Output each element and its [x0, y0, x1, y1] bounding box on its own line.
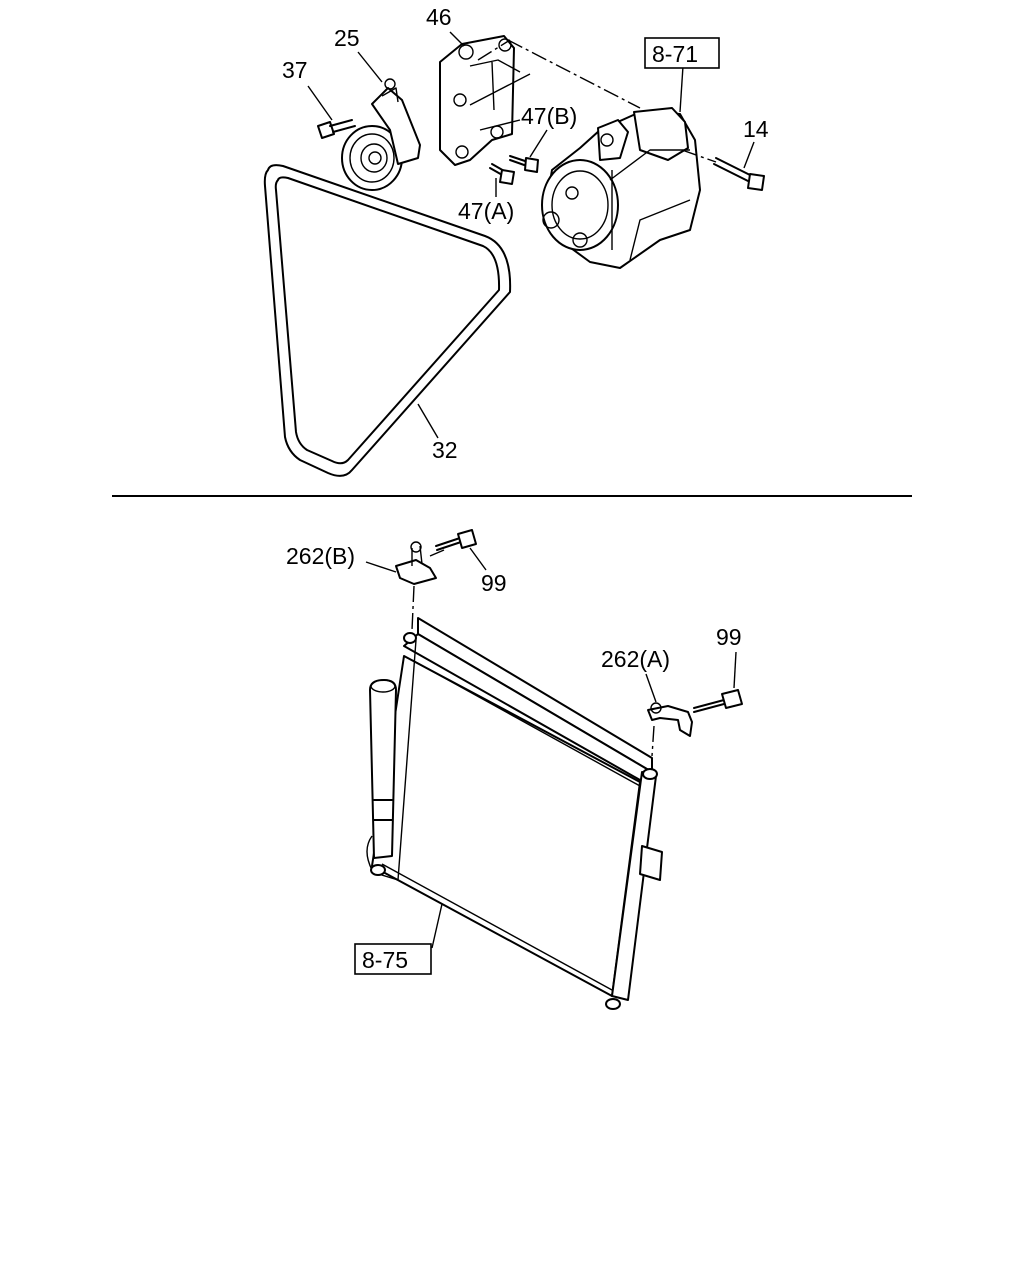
bracket-262a: [647, 702, 693, 737]
bracket-46: [439, 35, 531, 166]
callout-262a: 262(A): [601, 646, 670, 672]
callout-47a: 47(A): [458, 198, 514, 224]
alignment-line: [411, 585, 415, 631]
bolt-99-right: [693, 689, 743, 713]
reference-box-8-71: 8-71: [644, 37, 720, 69]
callout-25: 25: [334, 25, 360, 51]
alignment-line: [477, 39, 511, 61]
reference-8-75: 8-75: [362, 947, 408, 973]
callout-46: 46: [426, 4, 452, 30]
ac-compressor: [541, 107, 701, 269]
side-tank-right: [605, 768, 663, 1010]
bolt-14: [713, 157, 765, 191]
callout-262b: 262(B): [286, 543, 355, 569]
callout-99-left: 99: [481, 570, 507, 596]
bolt-47b: [509, 155, 539, 173]
leader-lines-bottom: [365, 547, 737, 949]
bolt-47a: [489, 163, 515, 185]
alignment-line: [507, 39, 641, 109]
side-tank-left: [370, 632, 417, 881]
leader-lines-top: [307, 31, 755, 439]
callout-32: 32: [432, 437, 458, 463]
bolt-37: [317, 119, 356, 139]
callout-37: 37: [282, 57, 308, 83]
tensioner-pulley: [341, 78, 421, 191]
reference-8-71: 8-71: [652, 41, 698, 67]
bolt-99-left: [435, 529, 477, 551]
callout-99-right: 99: [716, 624, 742, 650]
alignment-line: [651, 725, 655, 757]
bracket-262b: [395, 541, 437, 585]
receiver-dryer: [366, 679, 397, 871]
callout-14: 14: [743, 116, 769, 142]
alignment-line: [429, 549, 445, 557]
reference-box-8-75: 8-75: [354, 943, 432, 975]
drive-belt: [263, 164, 512, 477]
alignment-line: [681, 149, 717, 163]
callout-47b: 47(B): [521, 103, 577, 129]
